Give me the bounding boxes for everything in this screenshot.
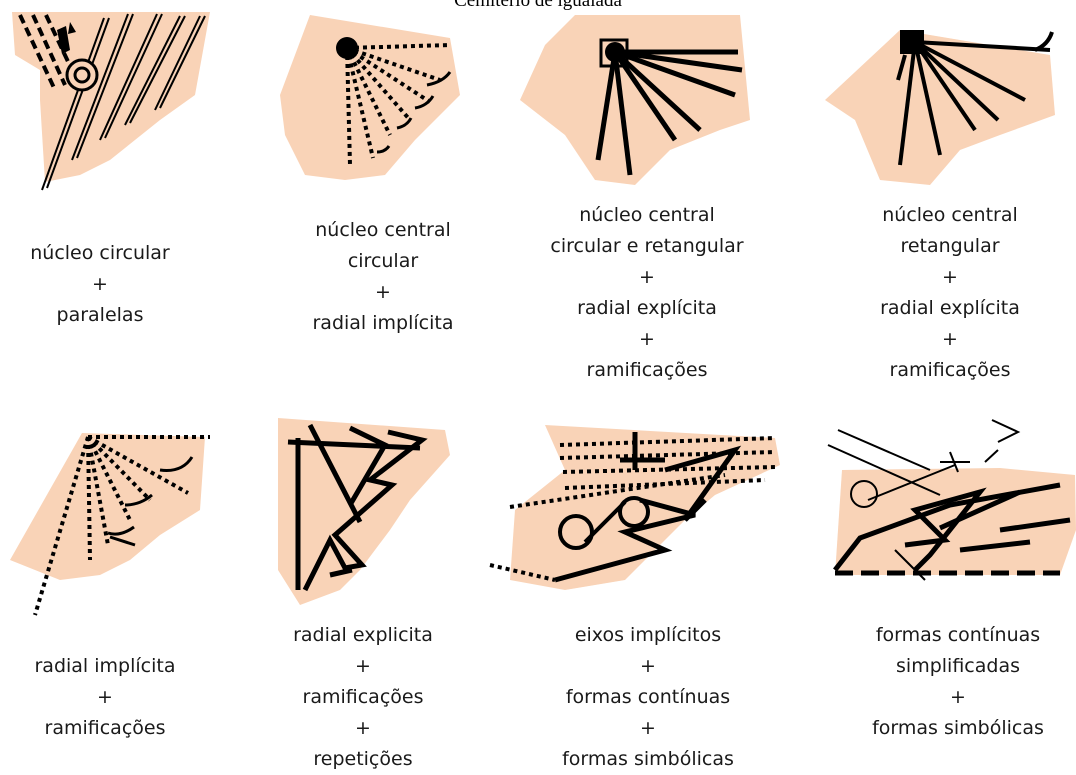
caption-line: retangular	[825, 231, 1075, 262]
caption-panel-7: eixos implícitos + formas contínuas + fo…	[533, 620, 763, 775]
caption-line: +	[0, 269, 200, 300]
caption-panel-5: radial implícita + ramificações	[5, 651, 205, 744]
caption-line: +	[522, 324, 772, 355]
caption-line: circular	[283, 246, 483, 277]
pattern-sketch-3	[510, 0, 760, 200]
diagram-panel-2	[265, 0, 475, 200]
caption-line: radial implícita	[5, 651, 205, 682]
caption-line: radial explícita	[825, 293, 1075, 324]
diagram-panel-5	[0, 415, 230, 625]
diagram-panel-1	[0, 0, 270, 200]
caption-line: +	[5, 682, 205, 713]
caption-line: núcleo central	[522, 200, 772, 231]
diagram-panel-7	[485, 410, 785, 600]
caption-line: +	[825, 324, 1075, 355]
caption-line: circular e retangular	[522, 231, 772, 262]
caption-line: radial explicita	[263, 620, 463, 651]
caption-line: +	[522, 262, 772, 293]
caption-line: ramificações	[522, 355, 772, 386]
caption-panel-6: radial explicita + ramificações + repeti…	[263, 620, 463, 775]
caption-line: ramificações	[825, 355, 1075, 386]
caption-line: núcleo circular	[0, 238, 200, 269]
caption-line: núcleo central	[283, 215, 483, 246]
caption-line: +	[283, 277, 483, 308]
caption-line: radial implícita	[283, 308, 483, 339]
pattern-sketch-6	[270, 410, 470, 610]
caption-line: +	[263, 713, 463, 744]
pattern-sketch-1	[0, 0, 270, 200]
diagram-panel-8	[820, 410, 1076, 590]
caption-line: ramificações	[263, 682, 463, 713]
caption-line: paralelas	[0, 300, 200, 331]
caption-line: formas simbólicas	[533, 744, 763, 775]
caption-line: +	[533, 713, 763, 744]
caption-line: +	[263, 651, 463, 682]
caption-line: núcleo central	[825, 200, 1075, 231]
diagram-panel-3	[510, 0, 760, 200]
caption-line: radial explícita	[522, 293, 772, 324]
caption-line: repetições	[263, 744, 463, 775]
caption-line: ramificações	[5, 713, 205, 744]
diagram-panel-4	[820, 0, 1070, 200]
caption-panel-4: núcleo central retangular + radial explí…	[825, 200, 1075, 386]
pattern-sketch-5	[0, 415, 230, 625]
caption-line: +	[533, 651, 763, 682]
caption-panel-1: núcleo circular + paralelas	[0, 238, 200, 331]
pattern-sketch-8	[820, 410, 1076, 590]
caption-line: formas contínuas	[843, 620, 1073, 651]
pattern-sketch-2	[265, 0, 475, 200]
caption-line: +	[825, 262, 1075, 293]
caption-line: eixos implícitos	[533, 620, 763, 651]
caption-line: +	[843, 682, 1073, 713]
caption-line: simplificadas	[843, 651, 1073, 682]
caption-panel-3: núcleo central circular e retangular + r…	[522, 200, 772, 386]
caption-panel-8: formas contínuas simplificadas + formas …	[843, 620, 1073, 744]
diagram-panel-6	[270, 410, 470, 610]
caption-panel-2: núcleo central circular + radial implíci…	[283, 215, 483, 339]
pattern-sketch-7	[485, 410, 785, 600]
pattern-sketch-4	[820, 0, 1070, 200]
caption-line: formas contínuas	[533, 682, 763, 713]
caption-line: formas simbólicas	[843, 713, 1073, 744]
